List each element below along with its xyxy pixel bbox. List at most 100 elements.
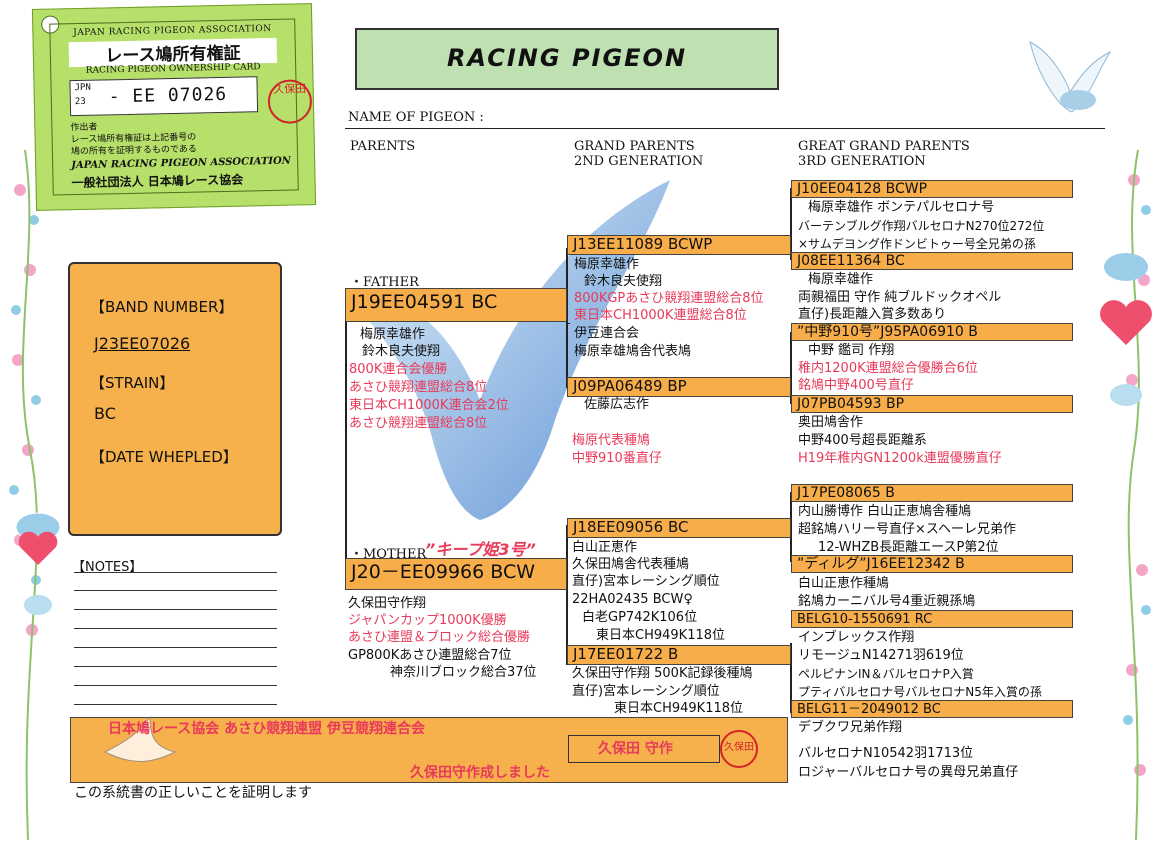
card-stamp-seal: 久保田 <box>267 79 313 125</box>
footer-stamp-seal: 久保田 <box>720 730 758 768</box>
g6-ring-bar: ”ディルグ”J16EE12342 B <box>791 555 1073 573</box>
title-banner: RACING PIGEON <box>355 28 779 90</box>
mf-line: 白山正恵作 <box>572 540 638 555</box>
right-dove-heart-icon <box>1100 253 1152 406</box>
mf-line: 白老GP742K106位 <box>582 610 698 625</box>
notes-row <box>74 610 277 629</box>
g4-achievement: H19年稚内GN1200k連盟優勝直仔 <box>798 451 1002 466</box>
g6-line: 白山正恵作種鳩 <box>798 576 890 591</box>
card-id-prefix-bottom: 23 <box>74 96 86 108</box>
notes-row <box>74 686 277 705</box>
date-whelped-label: 【DATE WHEPLED】 <box>90 448 238 466</box>
notes-row <box>74 572 277 591</box>
footer-organizations: 日本鳩レース協会 あさひ競翔連盟 伊豆競翔連合会 <box>108 721 426 737</box>
g5-line: 12-WHZB長距離エースP第2位 <box>818 540 999 555</box>
g8-line: バルセロナN10542羽1713位 <box>798 746 974 761</box>
father-achievement: あさひ競翔連盟総合8位 <box>349 380 488 395</box>
left-flower-border <box>9 150 41 840</box>
strain-label: 【STRAIN】 <box>90 374 175 392</box>
g7-line: インブレックス作翔 <box>798 630 915 645</box>
g2-line: 直仔)長距離入賞多数あり <box>798 307 947 322</box>
father-achievement: あさひ競翔連盟総合8位 <box>349 416 488 431</box>
left-dove-heart-icon <box>15 512 61 615</box>
g7-line: ペルピナンIN＆バルセロナP入賞 <box>798 667 974 681</box>
card-id-box: JPN 23 - EE 07026 <box>69 76 259 117</box>
notes-label: 【NOTES】 <box>72 560 143 575</box>
footer-dove-icon <box>103 715 177 762</box>
mother-line: GP800Kあさひ連盟総合7位 <box>348 648 512 663</box>
header-grand-2: 2ND GENERATION <box>574 154 704 169</box>
g8-line: デブクワ兄弟作翔 <box>798 720 903 735</box>
card-desc-line2: 鳩の所有を証明するものである <box>70 144 197 158</box>
father-label: ・FATHER <box>350 275 419 290</box>
breeder-box <box>568 735 720 763</box>
certification-text: この系統書の正しいことを証明します <box>74 785 312 801</box>
father-line: 鈴木良夫使翔 <box>362 344 441 359</box>
card-assoc-en: JAPAN RACING PIGEON ASSOCIATION <box>73 23 272 39</box>
ff-line: 伊豆連合会 <box>574 326 640 341</box>
mother-line: 久保田守作翔 <box>348 596 427 611</box>
notes-row <box>74 648 277 667</box>
mm-ring-bar: J17EE01722 B <box>567 645 791 665</box>
g2-line: 両親福田 守作 純ブルドックオペル <box>798 290 1002 305</box>
mother-ring-bar: J20－EE09966 BCW <box>345 558 567 590</box>
g3-ring-bar: ”中野910号”J95PA06910 B <box>791 323 1073 341</box>
header-parents: PARENTS <box>350 139 416 154</box>
card-org-jp: 一般社団法人 日本鳩レース協会 <box>71 172 244 191</box>
g5-line: 内山勝博作 白山正恵鳩舎種鳩 <box>798 504 972 519</box>
ff-achievement: 800KGPあさひ競翔連盟総合8位 <box>574 291 764 306</box>
g1-ring-bar: J10EE04128 BCWP <box>791 180 1073 198</box>
mf-ring-bar: J18EE09056 BC <box>567 518 791 538</box>
notes-row <box>74 667 277 686</box>
g3-achievement: 銘鳩中野400号直仔 <box>798 378 914 393</box>
notes-row <box>74 591 277 610</box>
mm-line: 直仔)宮本レーシング順位 <box>572 684 720 699</box>
g4-line: 中野400号超長距離系 <box>798 433 927 448</box>
father-achievement: 800K連合会優勝 <box>349 362 448 377</box>
father-line: 梅原幸雄作 <box>360 327 426 342</box>
notes-row <box>74 629 277 648</box>
mf-line: 久保田鳩舎代表種鳩 <box>572 557 690 572</box>
father-achievement: 東日本CH1000K連合会2位 <box>349 398 509 413</box>
g2-ring-bar: J08EE11364 BC <box>791 252 1073 270</box>
mother-achievement: ジャパンカップ1000K優勝 <box>348 613 507 628</box>
ff-line: 梅原幸雄鳩舎代表鳩 <box>574 344 692 359</box>
ownership-card: JAPAN RACING PIGEON ASSOCIATION レース鳩所有権証… <box>31 3 317 211</box>
breeder-name: 久保田 守作 <box>598 741 673 757</box>
mf-line: 東日本CH949K118位 <box>596 628 726 643</box>
g5-ring-bar: J17PE08065 B <box>791 484 1073 502</box>
g1-line: 梅原幸雄作 ボンテパルセロナ号 <box>808 200 995 215</box>
g3-line: 中野 鑑司 作翔 <box>808 343 895 358</box>
g1-line: ×サムデヨング作ドンビトゥー号全兄弟の孫 <box>798 237 1036 251</box>
g4-ring-bar: J07PB04593 BP <box>791 395 1073 413</box>
page-title: RACING PIGEON <box>446 44 688 72</box>
g2-line: 梅原幸雄作 <box>808 272 874 287</box>
name-underline <box>345 128 1105 129</box>
band-number-value: J23EE07026 <box>94 334 191 353</box>
mm-line: 東日本CH949K118位 <box>614 701 744 716</box>
made-by-text: 久保田守作成しました <box>410 765 550 781</box>
name-of-pigeon-label: NAME OF PIGEON : <box>348 110 484 125</box>
mf-line: 直仔)宮本レーシング順位 <box>572 574 720 589</box>
mm-line: 久保田守作翔 500K記録後種鳩 <box>572 666 753 681</box>
fm-achievement: 中野910番直仔 <box>572 451 662 466</box>
header-grand-1: GRAND PARENTS <box>574 139 695 154</box>
header-great-2: 3RD GENERATION <box>798 154 926 169</box>
mother-nickname: ”キープ姫3号” <box>425 540 536 559</box>
band-number-label: 【BAND NUMBER】 <box>90 298 234 316</box>
card-id-code: - EE 07026 <box>108 83 228 108</box>
g1-line: バーテンブルグ作翔バルセロナN270位272位 <box>798 219 1045 233</box>
g6-line: 銘鳩カーニバル号4重近親孫鳩 <box>798 594 976 609</box>
father-ring-bar: J19EE04591 BC <box>345 288 567 322</box>
ff-line: 梅原幸雄作 <box>574 257 640 272</box>
g3-achievement: 稚内1200K連盟総合優勝合6位 <box>798 361 978 376</box>
ff-ring-bar: J13EE11089 BCWP <box>567 235 791 255</box>
fm-line: 佐藤広志作 <box>584 397 650 412</box>
mf-line: 22HA02435 BCW♀ <box>572 592 693 607</box>
g4-line: 奥田鳩舎作 <box>798 415 864 430</box>
card-inner-frame: JAPAN RACING PIGEON ASSOCIATION レース鳩所有権証… <box>49 18 313 196</box>
footer-banner <box>70 717 788 783</box>
g7-line: リモージュN14271羽619位 <box>798 648 964 663</box>
fm-achievement: 梅原代表種鳩 <box>572 433 651 448</box>
card-id-prefix-top: JPN <box>74 82 91 94</box>
